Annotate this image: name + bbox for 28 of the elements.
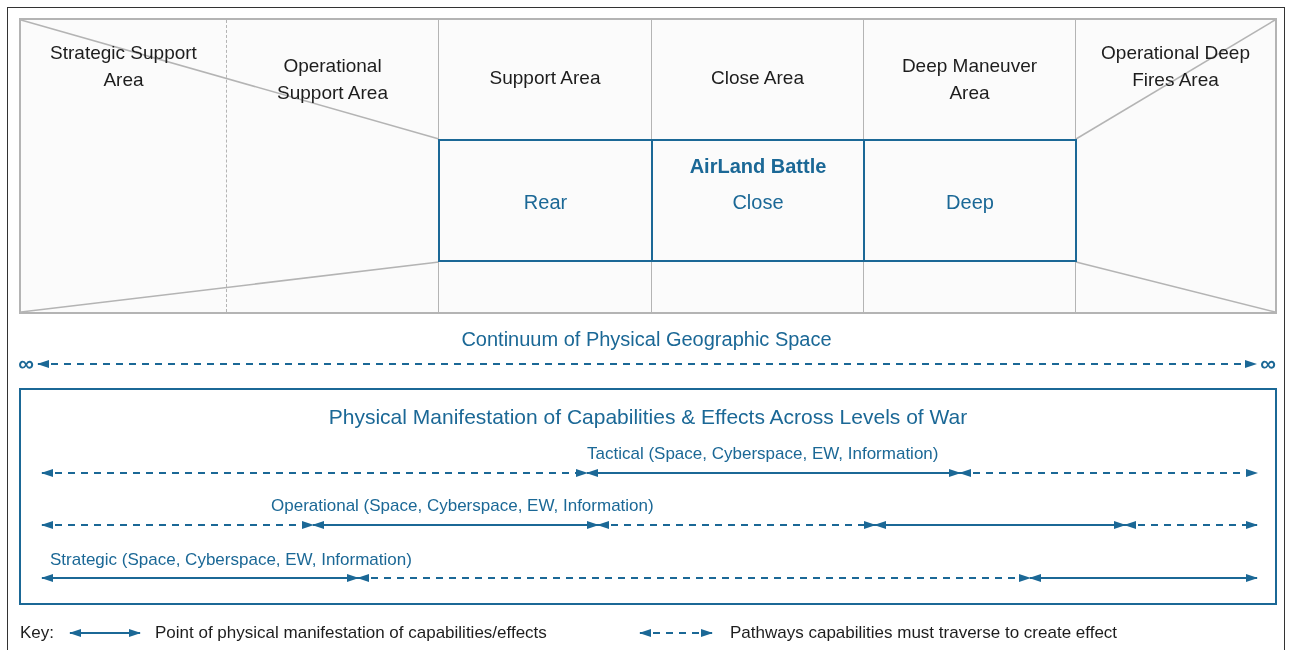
battle-heading: AirLand Battle <box>688 154 828 179</box>
area-label: Deep Maneuver Area <box>900 54 1039 105</box>
battle-area-label: Close <box>731 190 785 215</box>
area-column <box>652 20 864 312</box>
legend-text: Pathways capabilities must traverse to create effect <box>730 622 1118 644</box>
area-column <box>439 20 652 312</box>
legend-text: Point of physical manifestation of capabilities/effects <box>155 622 547 644</box>
area-label: Support Area <box>488 66 602 90</box>
level-label: Strategic (Space, Cyberspace, EW, Information) <box>50 549 412 570</box>
area-column <box>864 20 1076 312</box>
battle-area-box <box>863 139 1077 262</box>
dashed-arrow <box>37 360 1257 368</box>
infinity-symbol: ∞ <box>1258 352 1278 376</box>
box-heading: Physical Manifestation of Capabilities & Effects Across Levels of War <box>327 404 969 430</box>
battle-area-box <box>438 139 653 262</box>
level-label: Tactical (Space, Cyberspace, EW, Information) <box>587 443 939 464</box>
area-label: Operational Deep Fires Area <box>1100 41 1251 92</box>
infinity-symbol: ∞ <box>16 352 36 376</box>
area-label: Close Area <box>710 66 805 90</box>
area-label: Strategic Support Area <box>49 41 198 92</box>
levels-of-war-box <box>19 388 1277 605</box>
continuum-title: Continuum of Physical Geographic Space <box>460 327 833 351</box>
key-label: Key: <box>20 622 55 643</box>
area-label: Operational Support Area <box>276 54 389 105</box>
battle-area-label: Rear <box>522 190 569 215</box>
battle-area-box <box>651 139 865 262</box>
battle-area-label: Deep <box>945 190 995 215</box>
level-label: Operational (Space, Cyberspace, EW, Information) <box>271 495 654 516</box>
